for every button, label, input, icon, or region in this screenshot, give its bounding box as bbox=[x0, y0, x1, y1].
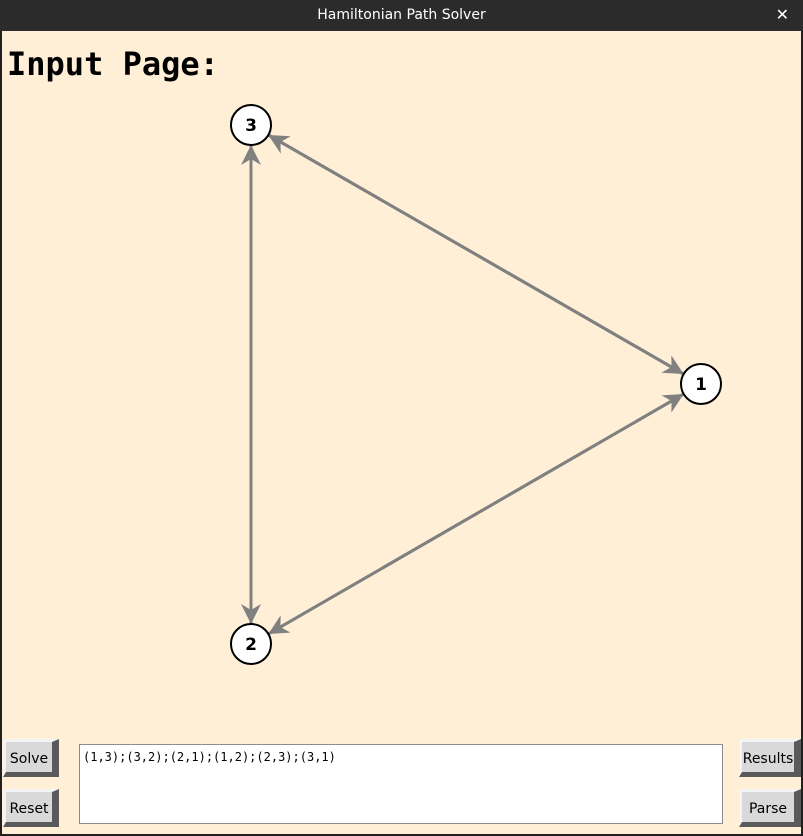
node-label: 3 bbox=[245, 116, 257, 136]
edge-list-input[interactable] bbox=[79, 744, 723, 824]
title-bar[interactable]: Hamiltonian Path Solver ✕ bbox=[0, 0, 803, 31]
graph-node-1[interactable]: 1 bbox=[680, 363, 722, 405]
edge-3-1 bbox=[267, 133, 685, 376]
node-circle[interactable] bbox=[230, 623, 272, 665]
page-title: Input Page: bbox=[7, 45, 219, 83]
graph-node-2[interactable]: 2 bbox=[230, 623, 272, 665]
reset-button[interactable]: Reset bbox=[3, 789, 59, 827]
close-icon[interactable]: ✕ bbox=[775, 5, 789, 24]
window-title: Hamiltonian Path Solver bbox=[317, 7, 486, 23]
solve-button[interactable]: Solve bbox=[3, 739, 59, 777]
graph-node-3[interactable]: 3 bbox=[230, 104, 272, 146]
nodes-layer: 1 2 3 bbox=[230, 104, 722, 665]
node-circle[interactable] bbox=[680, 363, 722, 405]
parse-button[interactable]: Parse bbox=[739, 789, 801, 827]
edges-layer bbox=[241, 133, 685, 636]
edge-1-2 bbox=[267, 392, 685, 636]
node-label: 2 bbox=[245, 635, 257, 655]
node-label: 1 bbox=[695, 375, 707, 395]
results-button[interactable]: Results bbox=[739, 739, 801, 777]
node-circle[interactable] bbox=[230, 104, 272, 146]
graph-canvas[interactable] bbox=[2, 31, 801, 740]
